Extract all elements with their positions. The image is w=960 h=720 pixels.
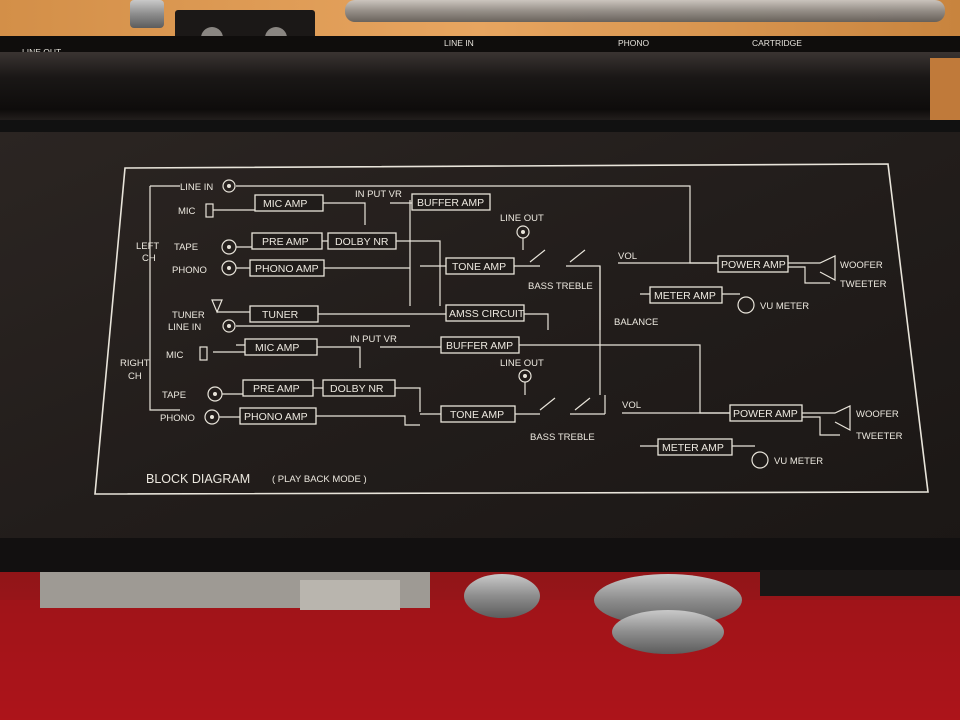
block-meter-amp-r: METER AMP	[662, 442, 724, 454]
block-phono-amp-l: PHONO AMP	[255, 263, 319, 275]
block-meter-amp-l: METER AMP	[654, 290, 716, 302]
block-mic-amp-r: MIC AMP	[255, 342, 299, 354]
label-balance: BALANCE	[614, 317, 658, 328]
label-input-vr-l: IN PUT VR	[355, 189, 402, 200]
block-power-amp-r: POWER AMP	[733, 408, 798, 420]
label-phono-r: PHONO	[160, 413, 195, 424]
block-dolby-nr-r: DOLBY NR	[330, 383, 384, 395]
block-amss: AMSS CIRCUIT	[449, 308, 525, 320]
label-tape-r: TAPE	[162, 390, 186, 401]
diagram-subtitle: ( PLAY BACK MODE )	[272, 474, 367, 485]
right-channel: LINE IN MIC TAPE PHONO RIGHT CH MIC AMP …	[120, 319, 903, 469]
label-bass-treble-r: BASS TREBLE	[530, 432, 595, 443]
label-line-in-r: LINE IN	[168, 322, 201, 333]
block-pre-amp-l: PRE AMP	[262, 236, 309, 248]
label-right: RIGHT	[120, 358, 150, 369]
block-buffer-amp-l: BUFFER AMP	[417, 197, 484, 209]
diagram-frame	[94, 163, 929, 495]
label-line-out-r: LINE OUT	[500, 358, 544, 369]
label-vu-meter-r: VU METER	[774, 456, 823, 467]
block-buffer-amp-r: BUFFER AMP	[446, 340, 513, 352]
block-tuner: TUNER	[262, 309, 299, 321]
block-pre-amp-r: PRE AMP	[253, 383, 300, 395]
label-tuner: TUNER	[172, 310, 205, 321]
label-vol-r: VOL	[622, 400, 641, 411]
block-dolby-nr-l: DOLBY NR	[335, 236, 389, 248]
label-phono-l: PHONO	[172, 265, 207, 276]
label-line-out-l: LINE OUT	[500, 213, 544, 224]
label-vu-meter-l: VU METER	[760, 301, 809, 312]
left-channel: LINE IN MIC TAPE PHONO LEFT CH MIC AMP P…	[136, 179, 887, 395]
label-mic-r: MIC	[166, 350, 184, 361]
diagram-title: BLOCK DIAGRAM	[146, 472, 250, 486]
top-label-line-in: LINE IN	[444, 38, 474, 48]
block-power-amp-l: POWER AMP	[721, 259, 786, 271]
label-left: LEFT	[136, 241, 159, 252]
label-tape-l: TAPE	[174, 242, 198, 253]
top-label-phono: PHONO	[618, 38, 650, 48]
label-ch-left: CH	[142, 253, 156, 264]
label-mic-l: MIC	[178, 206, 196, 217]
label-ch-right: CH	[128, 371, 142, 382]
block-tone-amp-r: TONE AMP	[450, 409, 504, 421]
label-vol-l: VOL	[618, 251, 637, 262]
label-input-vr-r: IN PUT VR	[350, 334, 397, 345]
block-phono-amp-r: PHONO AMP	[244, 411, 308, 423]
block-tone-amp-l: TONE AMP	[452, 261, 506, 273]
label-tweeter-l: TWEETER	[840, 279, 887, 290]
top-label-cartridge: CARTRIDGE	[752, 38, 802, 48]
label-woofer-l: WOOFER	[840, 260, 883, 271]
label-bass-treble-l: BASS TREBLE	[528, 281, 593, 292]
shared-section: TUNER TUNER AMSS CIRCUIT BALANCE	[149, 185, 658, 411]
block-mic-amp-l: MIC AMP	[263, 198, 307, 210]
label-woofer-r: WOOFER	[856, 409, 899, 420]
label-tweeter-r: TWEETER	[856, 431, 903, 442]
label-line-in-l: LINE IN	[180, 182, 213, 193]
